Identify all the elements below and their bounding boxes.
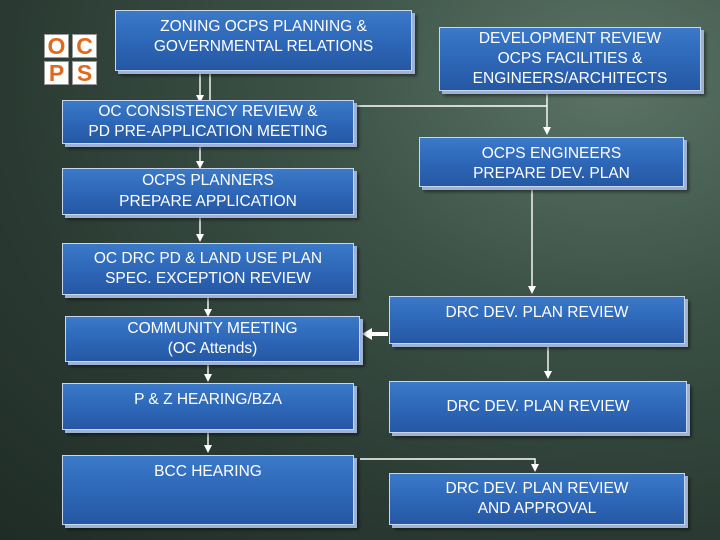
community-box: COMMUNITY MEETING (OC Attends) bbox=[65, 316, 360, 362]
logo-letter-o: O bbox=[44, 34, 69, 58]
connector-bcc-to-drc3 bbox=[360, 458, 539, 472]
drc-review-3-text: DRC DEV. PLAN REVIEW AND APPROVAL bbox=[445, 479, 629, 517]
bcc-text: BCC HEARING bbox=[154, 463, 262, 480]
zoning-box: ZONING OCPS PLANNING & GOVERNMENTAL RELA… bbox=[115, 10, 412, 71]
dev-review-text: DEVELOPMENT REVIEW OCPS FACILITIES & ENG… bbox=[472, 29, 668, 88]
logo-letter-c: C bbox=[72, 34, 97, 58]
logo-letter-p: P bbox=[44, 61, 69, 85]
logo-letter-s: S bbox=[72, 61, 97, 85]
dev-review-box: DEVELOPMENT REVIEW OCPS FACILITIES & ENG… bbox=[439, 27, 701, 91]
drc-review-1-box: DRC DEV. PLAN REVIEW bbox=[389, 296, 685, 344]
drc-review-3-box: DRC DEV. PLAN REVIEW AND APPROVAL bbox=[389, 473, 685, 525]
drc-review-2-box: DRC DEV. PLAN REVIEW bbox=[389, 381, 687, 433]
engineers-box: OCPS ENGINEERS PREPARE DEV. PLAN bbox=[419, 137, 684, 187]
zoning-text: ZONING OCPS PLANNING & GOVERNMENTAL RELA… bbox=[153, 18, 374, 56]
planners-text: OCPS PLANNERS PREPARE APPLICATION bbox=[119, 172, 297, 210]
arrow-drc1-to-community bbox=[362, 316, 388, 340]
drc-pd-text: OC DRC PD & LAND USE PLAN SPEC. EXCEPTIO… bbox=[93, 249, 323, 287]
drc-pd-box: OC DRC PD & LAND USE PLAN SPEC. EXCEPTIO… bbox=[62, 243, 354, 295]
drc-review-1-text: DRC DEV. PLAN REVIEW bbox=[445, 304, 629, 321]
community-text: COMMUNITY MEETING (OC Attends) bbox=[127, 319, 298, 357]
engineers-text: OCPS ENGINEERS PREPARE DEV. PLAN bbox=[473, 145, 630, 183]
ocps-logo: O C P S bbox=[44, 34, 100, 86]
bcc-box: BCC HEARING bbox=[62, 455, 354, 525]
consistency-box: OC CONSISTENCY REVIEW & PD PRE-APPLICATI… bbox=[62, 100, 354, 144]
drc-review-2-text: DRC DEV. PLAN REVIEW bbox=[446, 397, 630, 415]
planners-box: OCPS PLANNERS PREPARE APPLICATION bbox=[62, 168, 354, 215]
pz-box: P & Z HEARING/BZA bbox=[62, 383, 354, 430]
pz-text: P & Z HEARING/BZA bbox=[134, 391, 282, 408]
consistency-text: OC CONSISTENCY REVIEW & PD PRE-APPLICATI… bbox=[88, 102, 328, 140]
